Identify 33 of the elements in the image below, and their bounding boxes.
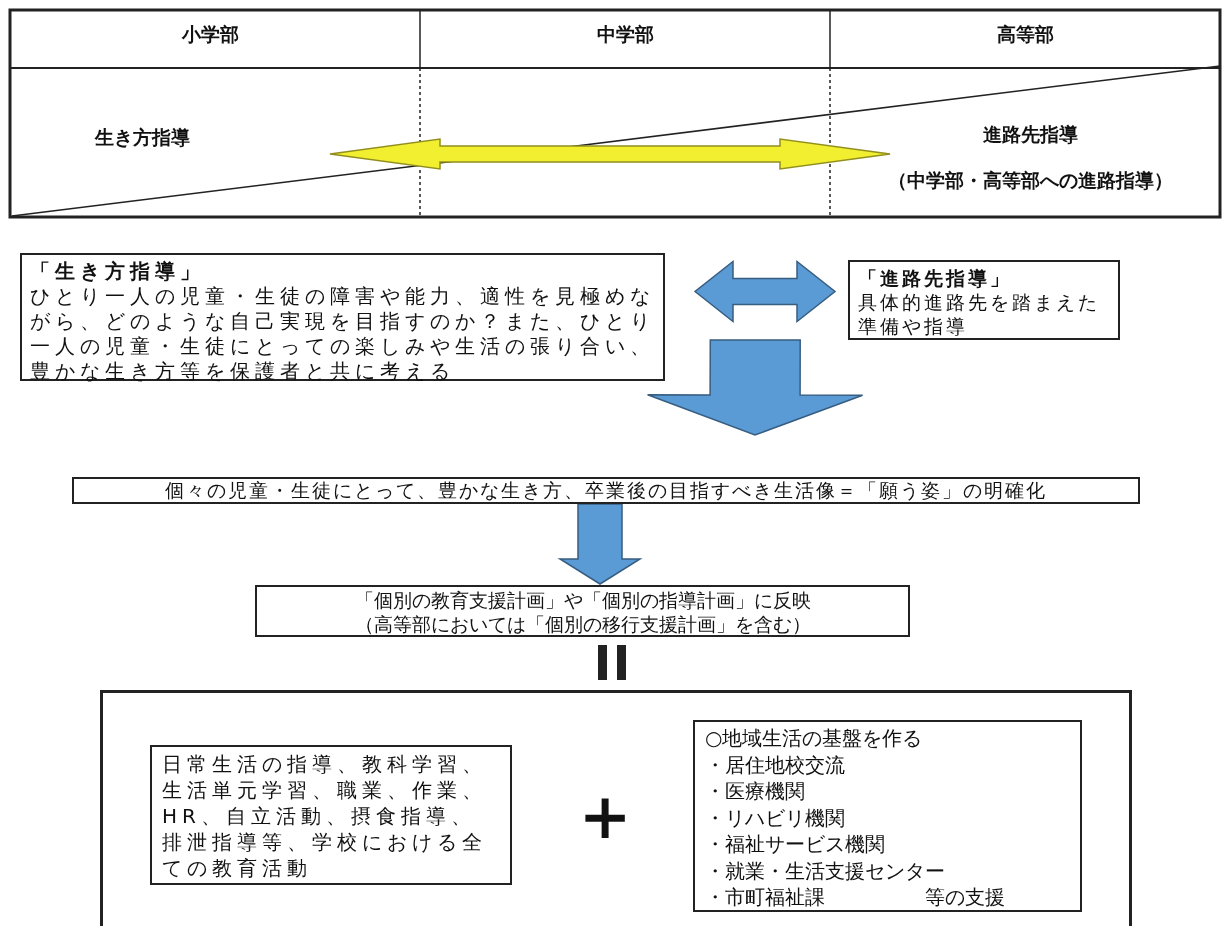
region-label: 生き方指導	[95, 125, 191, 150]
body-text: ひとり一人の児童・生徒の障害や能力、適性を見極めながら、どのような自己実現を目指すのか？また、ひとり一人の児童・生徒にとっての楽しみや生活の張り合い、豊かな生き方等を保護者と共に考える	[30, 284, 655, 384]
frame-box	[100, 690, 1132, 926]
text-box	[848, 260, 1120, 340]
heading-text: ○地域生活の基盤を作る	[705, 725, 924, 752]
text-box	[150, 745, 512, 885]
text-box	[255, 585, 910, 637]
text-box	[693, 720, 1082, 912]
body-text: 個々の児童・生徒にとって、豊かな生き方、卒業後の目指すべき生活像＝「願う姿」の明確化	[164, 479, 1048, 502]
block-arrow	[646, 339, 864, 436]
text-box	[72, 477, 1140, 504]
block-arrow	[557, 503, 643, 585]
list-item: ・福祉サービス機関	[705, 831, 886, 858]
text-box	[20, 253, 665, 381]
plus-sign: ＋	[568, 778, 642, 850]
note-text: （高等部においては「個別の移行支援計画」を含む）	[353, 612, 812, 636]
list-item: ・市町福祉課 等の支援	[705, 884, 1006, 911]
column-header: 小学部	[180, 25, 240, 44]
list-item: ・医療機関	[705, 778, 806, 805]
column-header: 中学部	[595, 25, 655, 44]
column-header: 高等部	[995, 25, 1055, 44]
region-note: （中学部・高等部への進路指導）	[886, 168, 1174, 193]
double-arrow	[329, 138, 891, 170]
region-label: 進路先指導	[981, 122, 1079, 147]
list-item: ・就業・生活支援センター	[705, 857, 946, 884]
body-text: 「個別の教育支援計画」や「個別の指導計画」に反映	[353, 588, 812, 612]
list-item: ・リハビリ機関	[705, 804, 846, 831]
list-item: ・居住地校交流	[705, 751, 846, 778]
double-arrow	[693, 259, 837, 324]
body-text: 具体的進路先を踏まえた準備や指導	[858, 290, 1101, 338]
body-text: 日常生活の指導、教科学習、生活単元学習、職業、作業、HR、自立活動、摂食指導、排泄指導等、学校における全ての教育活動	[162, 751, 488, 881]
heading-text: 「生き方指導」	[30, 259, 206, 284]
heading-text: 「進路先指導」	[858, 266, 1013, 290]
